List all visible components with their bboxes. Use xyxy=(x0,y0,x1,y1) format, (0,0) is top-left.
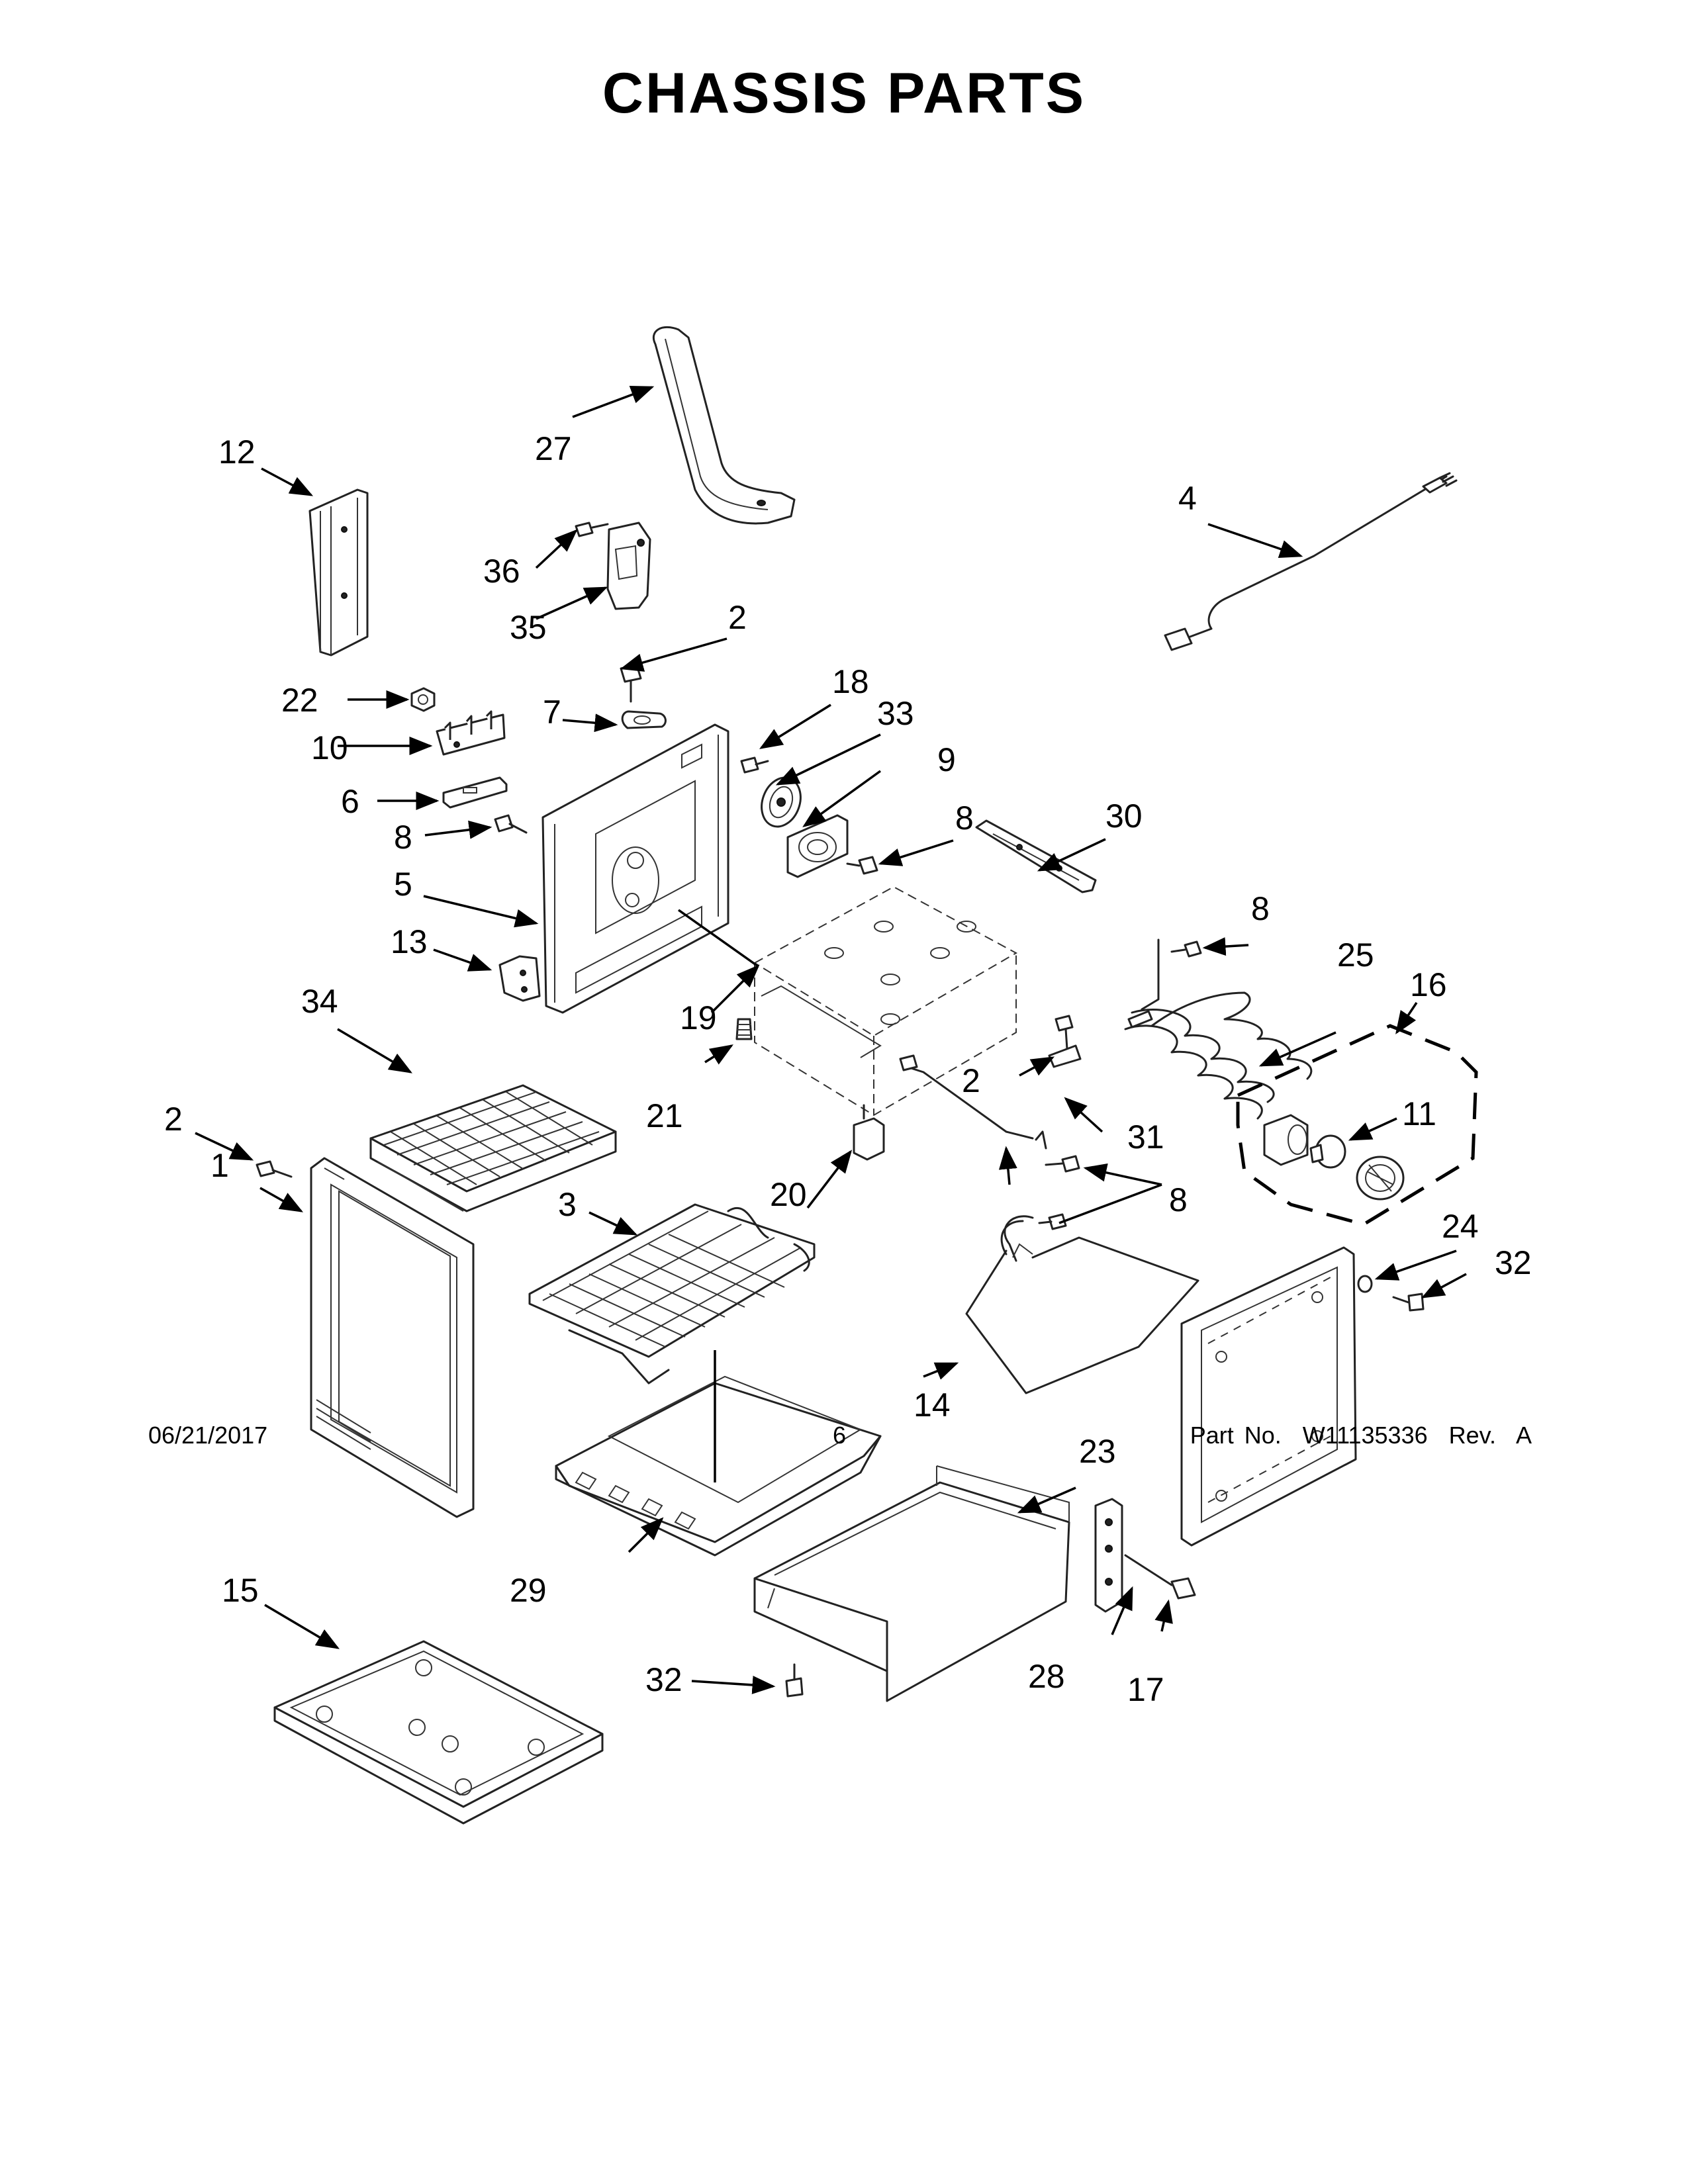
part-5-back-panel-drawing xyxy=(541,723,729,1014)
part-15-bottom-tray-drawing xyxy=(273,1640,604,1825)
part-16-light-assembly-drawing xyxy=(1236,1024,1478,1226)
part-8-screw-drawing xyxy=(1038,1213,1067,1230)
callout-22: 22 xyxy=(281,682,318,719)
part-25-bake-element-drawing xyxy=(1124,938,1313,1120)
part-33-fan-blade-drawing xyxy=(761,776,802,828)
callout-32: 32 xyxy=(645,1661,682,1698)
callout-32: 32 xyxy=(1495,1244,1532,1281)
callout-1: 1 xyxy=(211,1147,229,1184)
part-3-rack-drawing xyxy=(528,1203,816,1385)
part-30-switch-bar-drawing xyxy=(975,819,1097,893)
part-7-clip-drawing xyxy=(621,710,667,729)
callout-3: 3 xyxy=(558,1186,577,1223)
callout-21: 21 xyxy=(646,1097,683,1134)
part-2-bolt-drawing xyxy=(620,664,642,703)
callout-9: 9 xyxy=(937,741,956,778)
callout-13: 13 xyxy=(391,923,428,960)
part-9-motor-bracket-drawing xyxy=(786,814,849,878)
part-8-screw-drawing xyxy=(1170,940,1202,958)
callout-2: 2 xyxy=(728,599,747,636)
part-4-power-cord-drawing xyxy=(1164,472,1458,651)
callout-15: 15 xyxy=(222,1572,259,1609)
callout-31: 31 xyxy=(1127,1118,1164,1156)
footer-page-number: 6 xyxy=(833,1422,847,1449)
part-21-igniter-drawing xyxy=(735,1018,753,1040)
callout-10: 10 xyxy=(311,729,348,766)
callout-28: 28 xyxy=(1028,1658,1065,1695)
part-28-slide-drawing xyxy=(1094,1498,1123,1613)
callout-6: 6 xyxy=(341,783,359,820)
callout-18: 18 xyxy=(832,663,869,700)
callout-27: 27 xyxy=(535,430,572,467)
part-36-screw-drawing xyxy=(575,522,609,537)
part-12-bracket-drawing xyxy=(308,488,369,657)
part-32-screw-drawing xyxy=(785,1663,804,1698)
callout-8: 8 xyxy=(955,799,974,837)
callout-5: 5 xyxy=(394,866,412,903)
part-22-nut-drawing xyxy=(410,687,436,712)
part-35-clip-drawing xyxy=(606,522,651,610)
callout-4: 4 xyxy=(1178,480,1197,517)
callout-2: 2 xyxy=(164,1101,183,1138)
callout-8: 8 xyxy=(1169,1181,1188,1218)
callout-24: 24 xyxy=(1442,1208,1479,1245)
callout-23: 23 xyxy=(1079,1433,1116,1470)
callout-2: 2 xyxy=(962,1062,980,1099)
part-34-rack-drawing xyxy=(369,1084,617,1212)
part-sensor-wire-drawing xyxy=(899,1054,1047,1150)
callout-35: 35 xyxy=(510,609,547,646)
part-10-terminal-block-drawing xyxy=(436,710,506,756)
part-8-screw-drawing xyxy=(846,856,878,875)
callout-29: 29 xyxy=(510,1572,547,1609)
callout-16: 16 xyxy=(1410,966,1447,1003)
callout-33: 33 xyxy=(877,695,914,732)
part-17-screw-drawing xyxy=(1124,1554,1196,1600)
callout-11: 11 xyxy=(1402,1095,1436,1132)
part-13-bracket-drawing xyxy=(498,955,541,1002)
callout-8: 8 xyxy=(1251,890,1270,927)
part-14-broil-element-drawing xyxy=(965,1215,1199,1394)
part-1-door-frame-drawing xyxy=(310,1157,475,1518)
callout-19: 19 xyxy=(680,999,717,1036)
callout-20: 20 xyxy=(770,1176,807,1213)
part-18-pin-drawing xyxy=(740,756,769,774)
part-8-screw-drawing xyxy=(494,814,528,834)
oven-cavity-bottom-drawing xyxy=(753,886,1018,1116)
callout-14: 14 xyxy=(914,1387,951,1424)
leader-lines xyxy=(195,385,1467,1694)
part-23-drawer-drawing xyxy=(753,1465,1070,1702)
part-32-screw-drawing xyxy=(1392,1293,1425,1312)
callout-34: 34 xyxy=(301,983,338,1020)
callout-labels: 1 2 2 2 3 4 5 6 7 8 8 8 8 9 10 11 12 13 … xyxy=(164,430,1532,1708)
callout-25: 25 xyxy=(1337,936,1374,974)
part-20-valve-drawing xyxy=(853,1104,885,1161)
part-6-bracket-drawing xyxy=(442,776,508,809)
callout-8: 8 xyxy=(394,819,412,856)
part-29-pan-drawing xyxy=(555,1350,882,1557)
part-2-bolt-drawing xyxy=(256,1160,293,1178)
callout-7: 7 xyxy=(543,694,561,731)
part-24-nut-drawing xyxy=(1357,1275,1373,1293)
part-side-panel-drawing xyxy=(1180,1246,1357,1547)
part-27-brace-drawing xyxy=(653,326,796,525)
part-8-screw-drawing xyxy=(1045,1155,1080,1173)
callout-17: 17 xyxy=(1127,1671,1164,1708)
part-31-bracket-drawing xyxy=(1048,1044,1082,1068)
callout-36: 36 xyxy=(483,553,520,590)
footer-date: 06/21/2017 xyxy=(148,1422,268,1449)
callout-12: 12 xyxy=(218,433,256,471)
callout-30: 30 xyxy=(1105,797,1143,835)
part-2-bolt-drawing xyxy=(1055,1015,1074,1050)
page-title: CHASSIS PARTS xyxy=(602,62,1086,125)
footer-part-number: Part No. W11135336 Rev. A xyxy=(1190,1422,1532,1449)
